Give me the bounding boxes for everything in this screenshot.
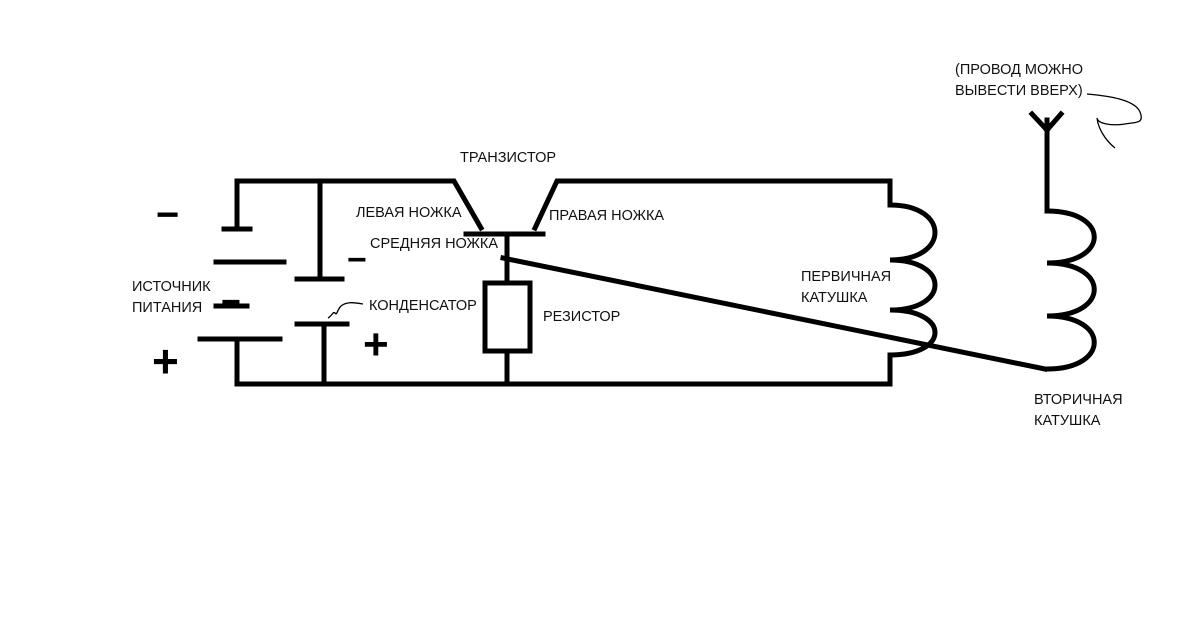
- coupling-wire: [500, 255, 1048, 372]
- primary-coil: [887, 178, 938, 387]
- secondary-coil-label-line2: КАТУШКА: [1034, 413, 1101, 429]
- antenna-right-branch: [1043, 110, 1065, 134]
- resistor-body: [482, 280, 533, 354]
- top-wire-left: [234, 178, 485, 232]
- power-source-label-line1: ИСТОЧНИК: [132, 279, 211, 295]
- antenna-note-line2: ВЫВЕСТИ ВВЕРХ): [955, 83, 1083, 99]
- primary-coil-label-line1: ПЕРВИЧНАЯ: [801, 269, 892, 285]
- power-source-label-line2: ПИТАНИЯ: [132, 300, 203, 316]
- primary-coil-label-line2: КАТУШКА: [801, 290, 868, 306]
- antenna-note-arrow: [1086, 93, 1142, 149]
- transistor-label: ТРАНЗИСТОР: [460, 150, 557, 166]
- capacitor-plus-sign: +: [363, 320, 389, 369]
- middle-leg-label: СРЕДНЯЯ НОЖКА: [370, 236, 499, 252]
- top-wire-right: [531, 178, 893, 232]
- left-leg-label: ЛЕВАЯ НОЖКА: [356, 205, 462, 221]
- battery-mid-minus-sign: −: [221, 283, 241, 321]
- antenna-left-branch: [1028, 110, 1051, 134]
- battery-minus-sign: −: [156, 193, 180, 237]
- capacitor-pointer: [327, 302, 364, 319]
- capacitor-label: КОНДЕНСАТОР: [369, 298, 477, 314]
- resistor-label: РЕЗИСТОР: [543, 309, 621, 325]
- capacitor-minus-sign: −: [347, 241, 367, 279]
- secondary-coil-label-line1: ВТОРИЧНАЯ: [1034, 392, 1123, 408]
- secondary-coil: [1044, 208, 1097, 372]
- antenna-note-line1: (ПРОВОД МОЖНО: [955, 62, 1084, 78]
- right-leg-label: ПРАВАЯ НОЖКА: [549, 208, 665, 224]
- battery-plus-sign: +: [152, 335, 179, 387]
